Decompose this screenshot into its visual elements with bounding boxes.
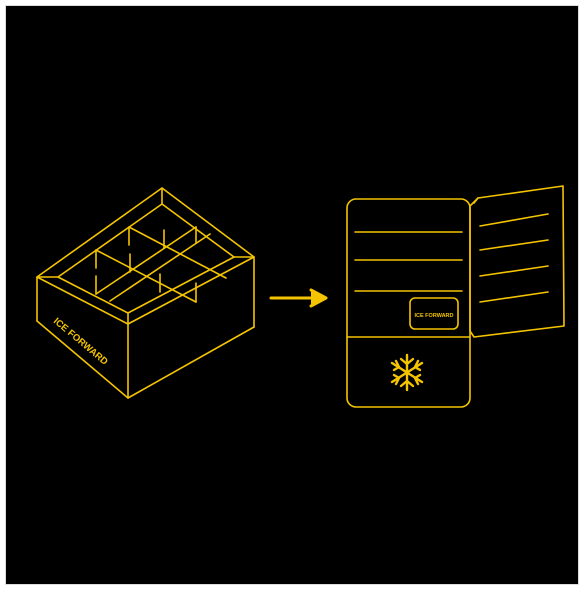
right-arrow-icon (269, 288, 328, 308)
freezer-body (346, 198, 471, 408)
box-rim-inner (57, 203, 235, 314)
snowflake-icon (390, 353, 424, 392)
freezer-shelves (354, 231, 463, 292)
ice-box: ICE FORWARD (36, 187, 255, 399)
ice-forward-label-box (409, 297, 459, 330)
illustration-frame (5, 5, 579, 585)
box-walls (36, 256, 255, 399)
box-dividers (95, 226, 227, 303)
freezer: ICE FORWARD (346, 185, 565, 408)
box-brand-text: ICE FORWARD (51, 316, 110, 368)
ice-forward-label: ICE FORWARD (414, 313, 453, 319)
freezer-door (469, 185, 565, 338)
